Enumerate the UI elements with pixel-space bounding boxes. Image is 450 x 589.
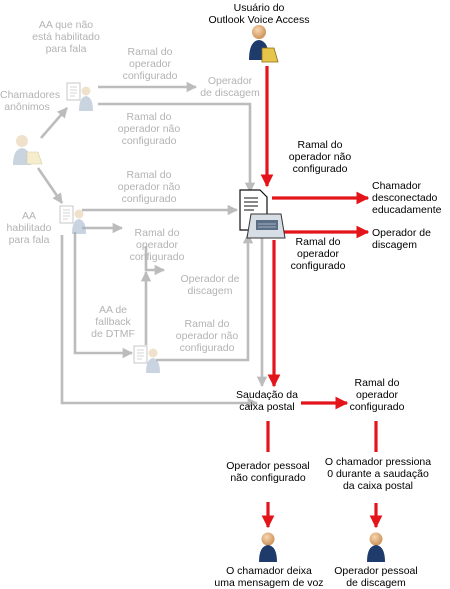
caller-presses-0-label: O chamador pressiona 0 durante a saudaçã… [324, 456, 432, 492]
aa-no-speech-document-icon [66, 82, 93, 111]
op-ext-configured-label-2: Ramal do operador configurado [129, 227, 185, 263]
dial-operator-label-2: Operador de discagem [180, 273, 240, 297]
op-ext-not-configured-label-1: Ramal do operador não configurado [117, 111, 181, 147]
arrow-configured-to-dial-operator [144, 246, 166, 276]
phone-icon [261, 47, 279, 63]
caller-leaves-message-label: O chamador deixa uma mensagem de voz [214, 565, 324, 589]
red-dial-operator-label: Operador de discagem [372, 227, 431, 251]
arrow-to-voicemail-greeting [60, 235, 259, 409]
red-connectors [260, 66, 383, 529]
leaves-message-person-icon [259, 532, 277, 562]
op-ext-not-configured-label-4: Ramal do operador não configurado [175, 318, 239, 354]
arrow-aa-speech-to-fallback [73, 232, 134, 359]
arrow-anon-to-aa-speech [36, 167, 64, 204]
op-ext-configured-label-1: Ramal do operador configurado [122, 46, 178, 82]
speaker-phone-icon [246, 213, 286, 239]
arrow-fallback-to-mail-server [156, 232, 254, 362]
dial-operator-label-1: Operador de discagem [200, 75, 260, 99]
personal-operator-person-icon [367, 532, 385, 562]
op-ext-not-configured-label-2: Ramal do operador não configurado [117, 169, 181, 205]
anonymous-caller-person-icon [13, 135, 43, 165]
ova-user-person-icon [249, 25, 279, 63]
personal-operator-not-configured-label: Operador pessoal não configurado [226, 460, 310, 484]
gray-connectors [36, 81, 268, 409]
fallback-dtmf-document-icon [133, 345, 160, 373]
op-ext-configured-label-3: Ramal do operador configurado [349, 377, 405, 413]
aa-speech-document-icon [59, 205, 86, 234]
ova-user-label: Usuário do Outlook Voice Access [208, 2, 310, 26]
anonymous-callers-label: Chamadores anônimos [0, 89, 61, 113]
arrow-anon-to-aa-no-speech [40, 107, 68, 139]
red-configured-label: Ramal do operador configurado [290, 236, 346, 272]
aa-no-speech-label: AA que não está habilitado para fala [32, 19, 100, 55]
voicemail-greeting-label: Saudação da caixa postal [236, 389, 298, 413]
fallback-dtmf-label: AA de fallback de DTMF [91, 304, 135, 340]
aa-speech-label: AA habilitado para fala [6, 210, 52, 246]
caller-disconnected-label: Chamador desconectado educadamente [372, 180, 442, 216]
red-not-configured-label: Ramal do operador não configurado [288, 139, 352, 175]
arrow-aa-no-speech-to-mail-server [98, 102, 256, 194]
personal-dial-operator-label: Operador pessoal de discagem [334, 565, 418, 589]
